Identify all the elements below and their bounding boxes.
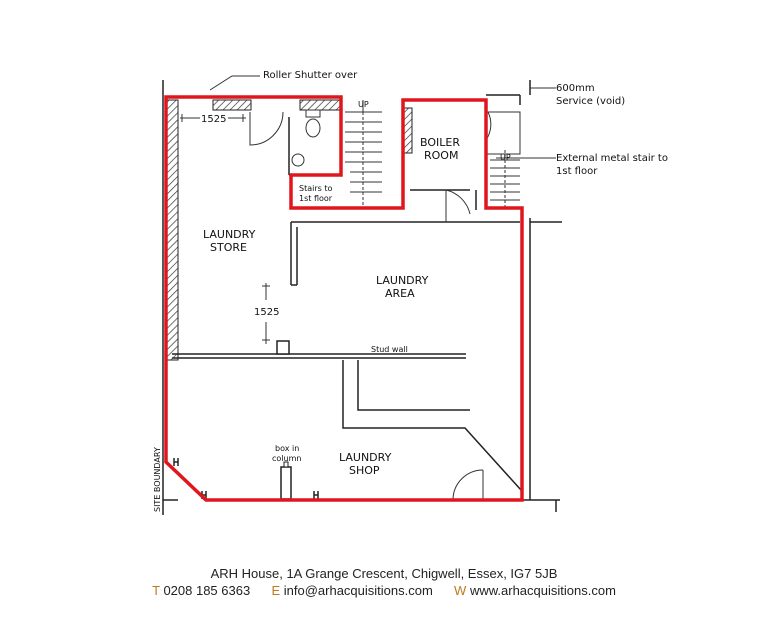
black-walls <box>162 80 562 515</box>
site-boundary-label: SITE BOUNDARY <box>153 447 162 512</box>
boiler-room-label-2: ROOM <box>424 149 458 162</box>
laundry-area-label-2: AREA <box>385 287 415 300</box>
wc-fixtures <box>291 109 321 167</box>
basin-icon <box>291 153 305 167</box>
internal-stair <box>345 100 382 205</box>
external-stair-up-label: UP <box>500 153 511 162</box>
box-column-label-2: column <box>272 454 301 463</box>
stair-up-label: UP <box>358 100 369 109</box>
stairs-label-1: Stairs to <box>299 184 332 193</box>
box-column-label-1: box in <box>275 444 299 453</box>
stud-wall-label: Stud wall <box>371 345 408 354</box>
laundry-shop-label-1: LAUNDRY <box>339 451 392 464</box>
footer-contacts: T 0208 185 6363 E info@arhacquisitions.c… <box>0 583 768 598</box>
column-marks <box>173 458 319 499</box>
door-swings <box>249 111 492 501</box>
stairs-label-2: 1st floor <box>299 194 333 203</box>
external-stair-callout-2: 1st floor <box>556 166 598 177</box>
dimension-middle: 1525 <box>254 307 279 318</box>
dimension-top: 1525 <box>201 114 226 125</box>
column-box <box>280 466 292 500</box>
external-stair-callout-1: External metal stair to <box>556 153 668 164</box>
service-void-callout-1: 600mm <box>556 83 595 94</box>
laundry-store-label-2: STORE <box>210 241 247 254</box>
laundry-shop-label-2: SHOP <box>349 464 380 477</box>
demise-outline <box>164 95 524 502</box>
address-text: ARH House, 1A Grange Crescent, Chigwell,… <box>210 566 558 581</box>
laundry-store-label-1: LAUNDRY <box>203 228 256 241</box>
laundry-area-label-1: LAUNDRY <box>376 274 429 287</box>
callout-leaders <box>180 75 556 344</box>
email-key: E <box>271 583 281 598</box>
web-key: W <box>454 583 467 598</box>
toilet-icon <box>305 118 321 138</box>
phone-number[interactable]: 0208 185 6363 <box>163 583 251 598</box>
footer-address: ARH House, 1A Grange Crescent, Chigwell,… <box>0 566 768 581</box>
service-void-callout-2: Service (void) <box>556 96 625 107</box>
website-link[interactable]: www.arhacquisitions.com <box>469 583 616 598</box>
roller-shutter-callout: Roller Shutter over <box>263 70 358 81</box>
phone-key: T <box>152 583 160 598</box>
boiler-room-label-1: BOILER <box>420 136 460 149</box>
email-link[interactable]: info@arhacquisitions.com <box>283 583 433 598</box>
